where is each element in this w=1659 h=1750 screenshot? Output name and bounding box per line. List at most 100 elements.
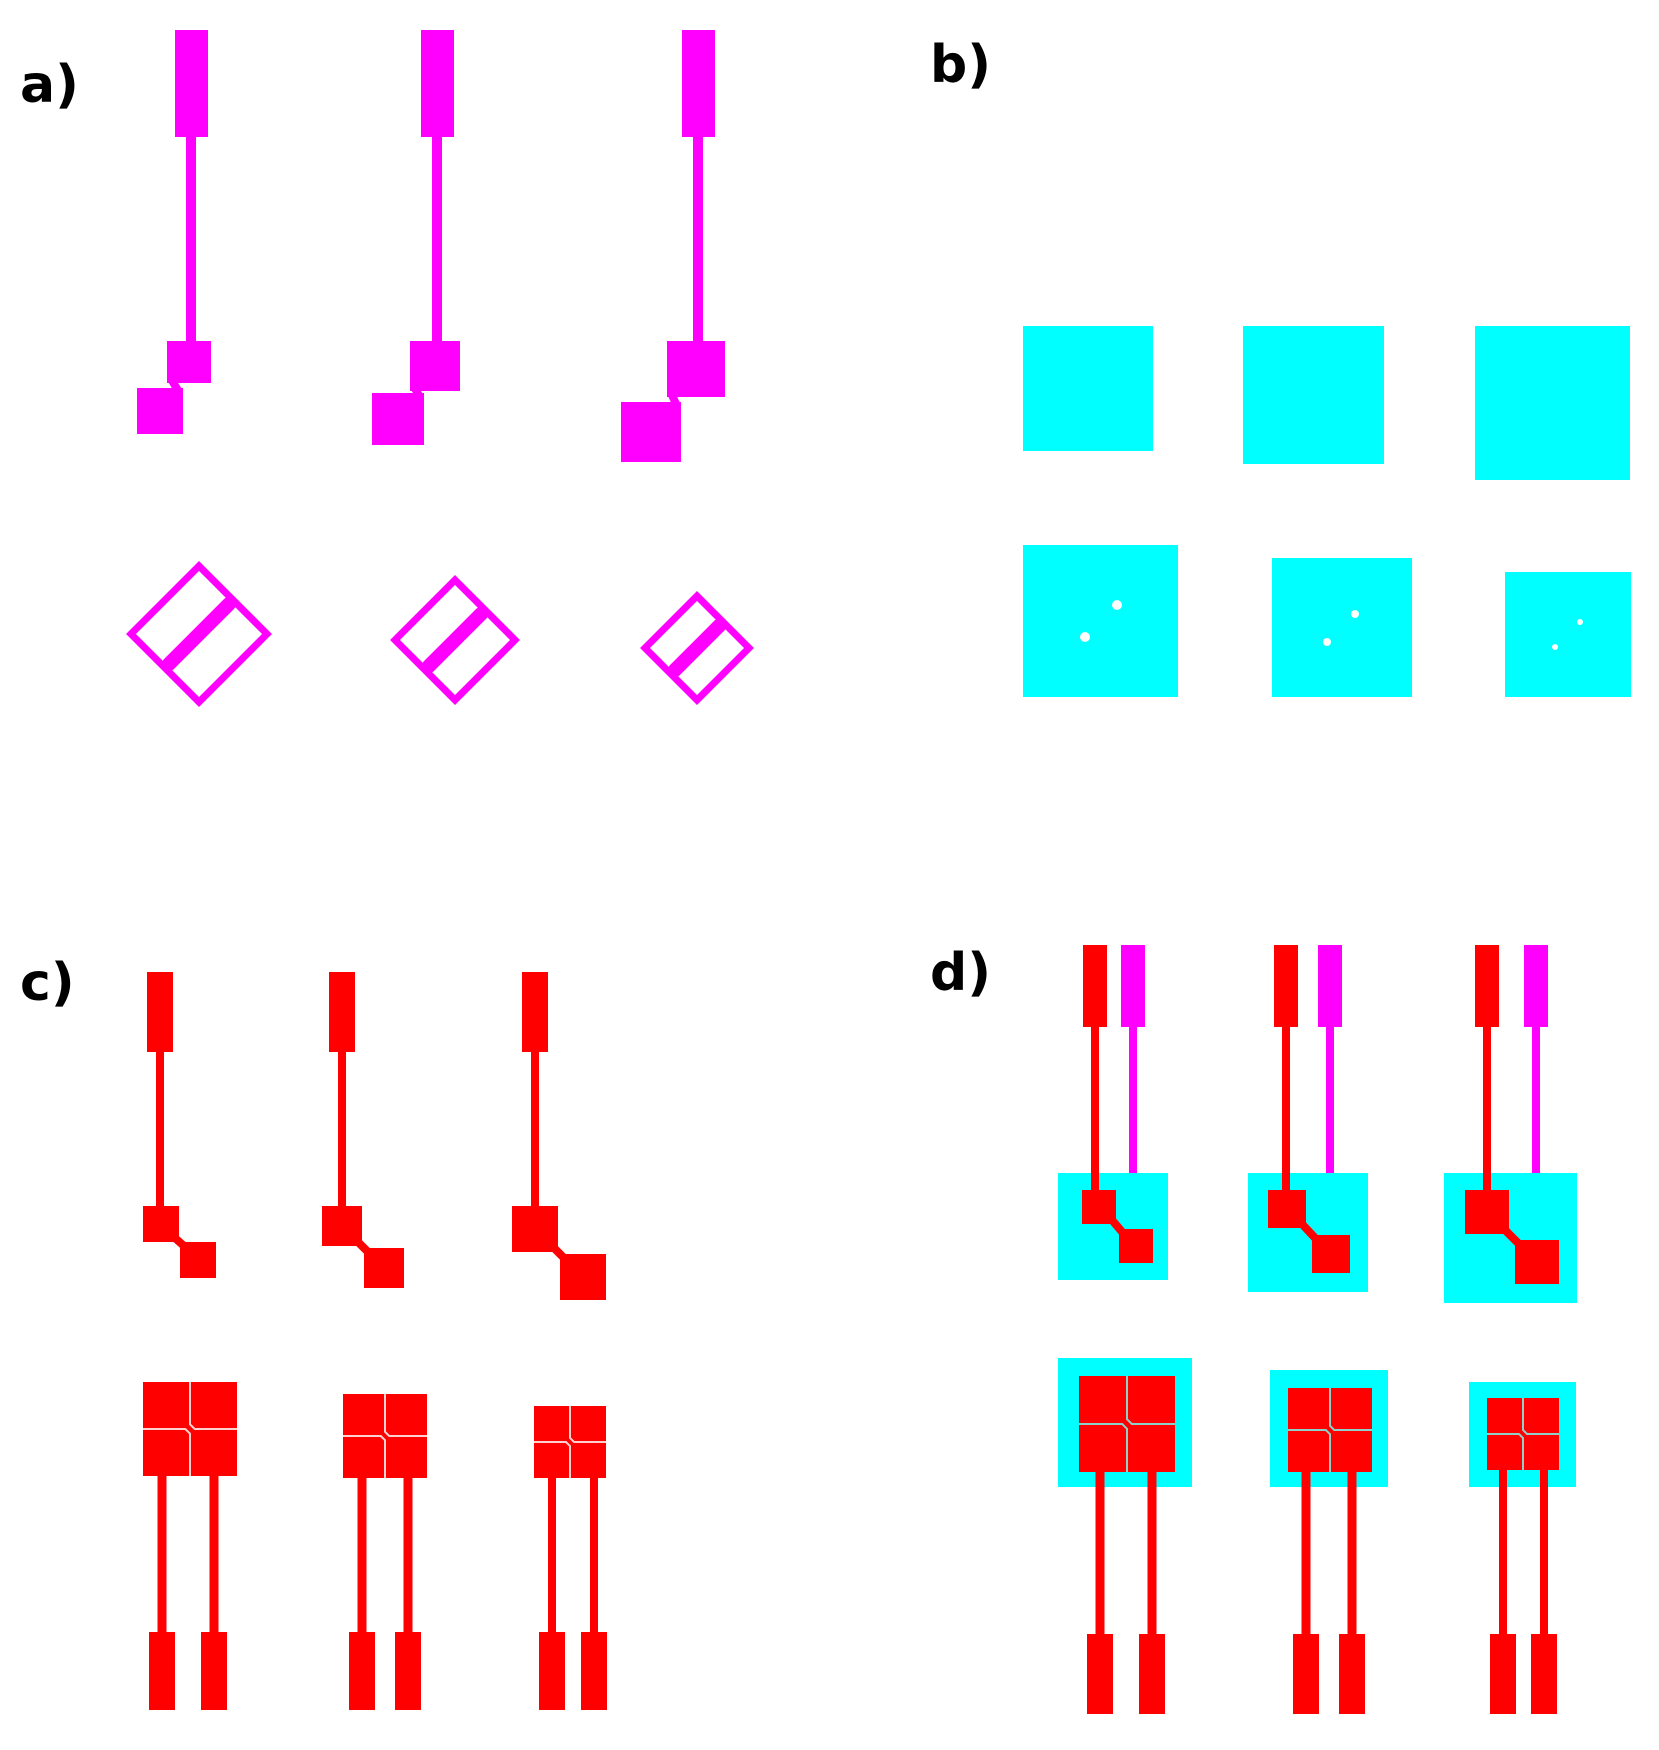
- red-contact-pad: [1139, 1634, 1165, 1714]
- red-contact-pad: [1293, 1634, 1319, 1714]
- red-lead-line: [1091, 1027, 1099, 1194]
- red-lead-line: [209, 1476, 219, 1632]
- magenta-lower-square: [372, 393, 424, 445]
- red-quad-pad: [343, 1394, 427, 1478]
- cyan-square-bottom-3: [1505, 572, 1631, 697]
- magenta-connector: [667, 391, 681, 408]
- combined-quad-electrode-2: [1270, 1370, 1388, 1714]
- red-contact-pad: [1490, 1634, 1516, 1714]
- magenta-upper-square: [167, 341, 211, 383]
- red-connector: [1502, 1227, 1522, 1247]
- magenta-lower-square: [137, 388, 183, 434]
- panel-d-combined-layers: [1058, 945, 1577, 1714]
- magenta-lead-line: [1532, 1027, 1540, 1173]
- magenta-upper-square: [410, 341, 460, 391]
- red-quad-pad: [1288, 1388, 1372, 1472]
- red-quad-pad: [534, 1406, 606, 1478]
- red-electrode-3: [512, 972, 606, 1300]
- magenta-lead-line: [693, 137, 703, 342]
- magenta-upper-square: [667, 341, 725, 397]
- red-contact-pad: [1339, 1634, 1365, 1714]
- red-contact-pad: [581, 1632, 607, 1710]
- red-contact-pad: [522, 972, 548, 1052]
- quad-split-line: [1126, 1376, 1175, 1425]
- magenta-diagonal-bar: [422, 607, 488, 673]
- magenta-diamond-pad-3: [640, 591, 754, 705]
- magenta-contact-pad: [1524, 945, 1548, 1027]
- red-contact-pad: [329, 972, 355, 1052]
- cyan-square-top-3: [1475, 326, 1630, 480]
- red-contact-pad: [1083, 945, 1107, 1027]
- magenta-lead-line: [1129, 1027, 1137, 1173]
- combined-electrode-3: [1444, 945, 1577, 1303]
- quad-split-line: [1079, 1423, 1128, 1472]
- combined-quad-electrode-3: [1469, 1382, 1576, 1714]
- red-contact-pad: [1475, 945, 1499, 1027]
- red-contact-pad: [395, 1632, 421, 1710]
- red-lead-line: [157, 1476, 167, 1632]
- red-lead-line: [1301, 1472, 1311, 1634]
- red-quad-pad: [1487, 1398, 1559, 1470]
- magenta-contact-pad: [682, 30, 715, 137]
- red-lead-line: [1282, 1027, 1290, 1194]
- combined-electrode-1: [1058, 945, 1168, 1280]
- quad-split-line: [1288, 1429, 1331, 1472]
- red-lower-square: [1312, 1235, 1350, 1273]
- red-connector: [1108, 1217, 1127, 1236]
- pore-dot: [1577, 619, 1583, 625]
- red-lead-line: [548, 1478, 556, 1632]
- magenta-diamond-outline: [126, 561, 272, 707]
- magenta-lead-line: [1326, 1027, 1334, 1173]
- pore-dot: [1112, 600, 1122, 610]
- quad-split-line: [189, 1382, 237, 1430]
- red-lower-square: [180, 1242, 216, 1278]
- red-contact-pad: [149, 1632, 175, 1710]
- red-quad-electrode-1: [143, 1382, 237, 1710]
- red-lead-line: [156, 1052, 164, 1212]
- magenta-lead-line: [432, 137, 442, 342]
- magenta-lower-square: [621, 402, 681, 462]
- magenta-contact-pad: [175, 30, 208, 137]
- quad-split-line: [1522, 1398, 1559, 1435]
- magenta-electrode-2: [372, 30, 460, 445]
- cyan-square-top-1: [1023, 326, 1153, 451]
- cyan-square-bottom-2: [1272, 558, 1412, 697]
- magenta-connector: [167, 376, 183, 395]
- red-lead-line: [1347, 1472, 1357, 1634]
- red-upper-square: [322, 1206, 362, 1246]
- quad-split-line: [1329, 1388, 1372, 1431]
- cyan-square: [1023, 545, 1178, 697]
- red-contact-pad: [1274, 945, 1298, 1027]
- pore-dot: [1351, 610, 1359, 618]
- cyan-square: [1272, 558, 1412, 697]
- panel-label-b: b): [930, 35, 991, 95]
- red-lead-line: [531, 1052, 539, 1212]
- red-lower-square: [1515, 1240, 1559, 1284]
- combined-quad-electrode-1: [1058, 1358, 1192, 1714]
- red-lead-line: [1147, 1472, 1157, 1634]
- cyan-square-bottom-1: [1023, 545, 1178, 697]
- red-upper-square: [1082, 1190, 1116, 1224]
- pore-dot: [1552, 644, 1558, 650]
- pore-dot: [1080, 632, 1090, 642]
- quad-split-line: [569, 1406, 606, 1443]
- magenta-diamond-outline: [640, 591, 754, 705]
- red-connector: [355, 1239, 371, 1255]
- cyan-square-top-2: [1243, 326, 1384, 464]
- red-upper-square: [143, 1206, 179, 1242]
- red-electrode-2: [322, 972, 404, 1288]
- quad-split-line: [534, 1441, 571, 1478]
- red-lower-square: [560, 1254, 606, 1300]
- red-contact-pad: [1087, 1634, 1113, 1714]
- red-quad-electrode-2: [343, 1394, 427, 1710]
- red-contact-pad: [1531, 1634, 1557, 1714]
- panel-label-c: c): [20, 953, 75, 1013]
- magenta-contact-pad: [1121, 945, 1145, 1027]
- red-upper-square: [512, 1206, 558, 1252]
- red-contact-pad: [201, 1632, 227, 1710]
- cyan-square: [1505, 572, 1631, 697]
- panel-c-red-layer: [143, 972, 607, 1710]
- quad-split-line: [343, 1435, 386, 1478]
- red-upper-square: [1465, 1190, 1509, 1234]
